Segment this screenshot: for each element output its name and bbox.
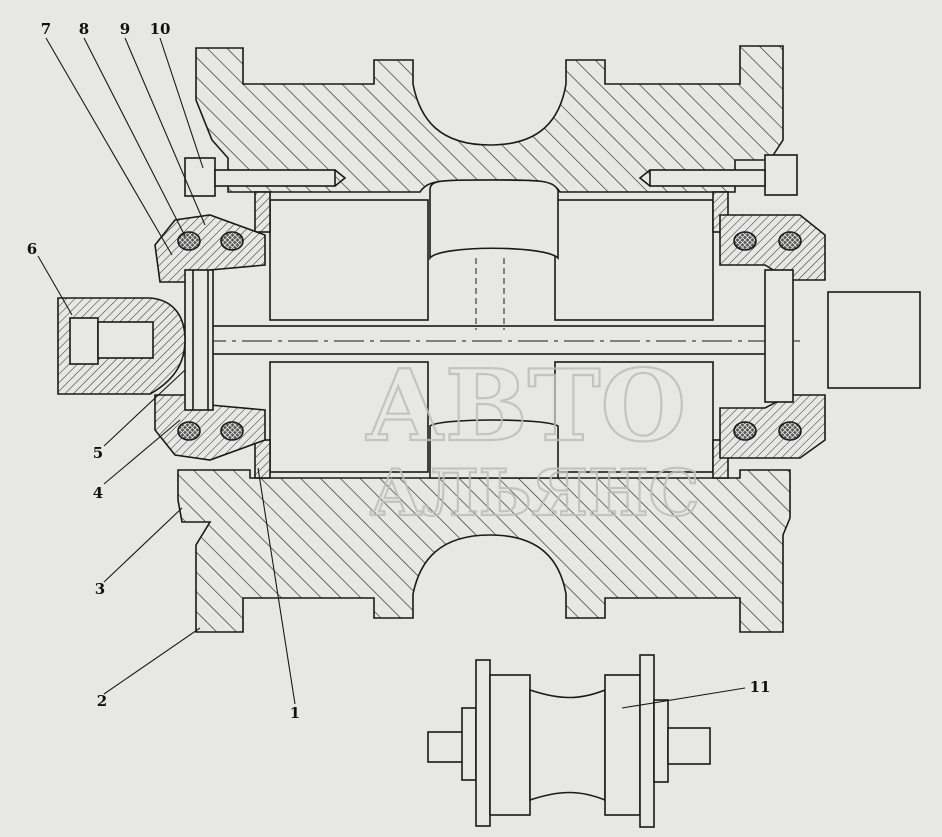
axle: [159, 325, 776, 355]
callout-2: 2: [97, 692, 107, 710]
seal-left-top-2: [220, 231, 244, 251]
seal-right-top-1: [733, 231, 757, 251]
callout-9: 9: [120, 20, 130, 38]
center-hub-lower: [429, 419, 559, 479]
seal-left-bottom-2: [220, 421, 244, 441]
bolt-right: [638, 154, 798, 196]
watermark-line2: АЛЬЯНС: [370, 456, 699, 531]
sleeve-right-top: [554, 199, 714, 321]
callout-5: 5: [93, 444, 103, 462]
sleeve-left-bottom: [269, 361, 429, 473]
seal-left-top-1: [177, 231, 201, 251]
center-hub: [429, 179, 559, 261]
callout-1: 1: [290, 704, 300, 722]
callout-3: 3: [95, 580, 105, 598]
end-cap-right-lower: [719, 394, 826, 459]
bearing-ring-left-bottom: [254, 439, 271, 479]
roller-body-lower: [177, 469, 791, 633]
callout-10: 10: [150, 20, 171, 38]
seal-right-top-2: [778, 231, 802, 251]
axle-end-right: [827, 291, 921, 389]
seal-right-bottom-1: [733, 421, 757, 441]
leader-lines: [37, 37, 746, 709]
bearing-ring-left-top: [254, 191, 271, 233]
seal-left-bottom-1: [177, 421, 201, 441]
callout-4: 4: [93, 484, 103, 502]
callout-8: 8: [79, 20, 89, 38]
drawing-body: [37, 37, 921, 828]
plug-nut: [69, 317, 99, 365]
watermark-line1: АВТО: [365, 349, 686, 464]
sleeve-right-bottom: [554, 361, 714, 473]
callouts: 7 8 9 10 6 5 4 3 2 1 11: [27, 20, 771, 722]
seal-right-bottom-2: [778, 421, 802, 441]
callout-11: 11: [750, 678, 771, 696]
roller-side-view: [427, 654, 711, 828]
sleeve-left-top: [269, 199, 429, 321]
retainer-right: [764, 269, 794, 403]
callout-6: 6: [27, 240, 37, 258]
watermark: АВТО АЛЬЯНС: [364, 348, 701, 532]
callout-7: 7: [41, 20, 51, 38]
